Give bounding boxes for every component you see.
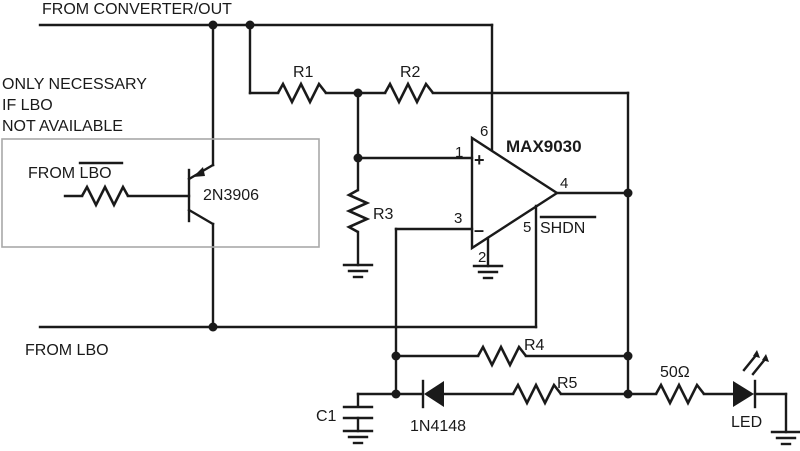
note-line-1: ONLY NECESSARY <box>2 76 147 93</box>
label-r3: R3 <box>373 206 394 223</box>
label-c1: C1 <box>316 408 337 425</box>
label-r5: R5 <box>557 375 578 392</box>
comparator-triangle <box>470 135 560 251</box>
label-from-lbo: FROM LBO <box>25 342 109 359</box>
label-r1: R1 <box>293 64 314 81</box>
resistor-50-ohm <box>654 382 706 406</box>
label-diode: 1N4148 <box>410 418 466 435</box>
pin-2: 2 <box>478 249 486 266</box>
from-lbo-bar-prefix: FROM <box>28 165 80 182</box>
pin-3: 3 <box>454 210 462 227</box>
ground-pin2 <box>472 264 504 280</box>
note-line-3: NOT AVAILABLE <box>2 118 123 135</box>
resistor-base <box>80 184 130 208</box>
resistor-r4 <box>476 344 528 368</box>
resistor-r2 <box>383 81 435 105</box>
label-from-converter: FROM CONVERTER/OUT <box>42 1 232 18</box>
note-line-2: IF LBO <box>2 97 53 114</box>
label-transistor: 2N3906 <box>203 187 259 204</box>
label-from-lbo-bar: FROM LBO <box>28 165 112 182</box>
label-r4: R4 <box>524 337 545 354</box>
plus-sign: + <box>474 150 485 170</box>
ground-led <box>770 430 800 446</box>
pin-4: 4 <box>560 175 568 192</box>
optional-circuit-box <box>1 138 320 248</box>
capacitor-c1 <box>342 405 374 420</box>
pin-5: 5 <box>523 219 531 236</box>
transistor-2n3906 <box>187 23 215 329</box>
label-r2: R2 <box>400 64 421 81</box>
label-50-ohm: 50Ω <box>660 364 690 381</box>
resistor-r1 <box>276 81 328 105</box>
label-led: LED <box>731 414 762 431</box>
pin-6: 6 <box>480 123 488 140</box>
minus-sign: – <box>474 220 484 240</box>
label-shdn: SHDN <box>540 220 585 237</box>
diode-1n4148 <box>421 379 444 409</box>
pin-1: 1 <box>455 144 463 161</box>
led <box>733 350 769 409</box>
label-ic: MAX9030 <box>506 137 582 156</box>
from-lbo-bar-text: LBO <box>80 165 112 182</box>
ground-r3 <box>342 263 374 279</box>
ground-c1 <box>342 429 374 445</box>
resistor-r3 <box>345 188 371 234</box>
resistor-r5 <box>511 382 563 406</box>
top-rail <box>38 20 494 152</box>
